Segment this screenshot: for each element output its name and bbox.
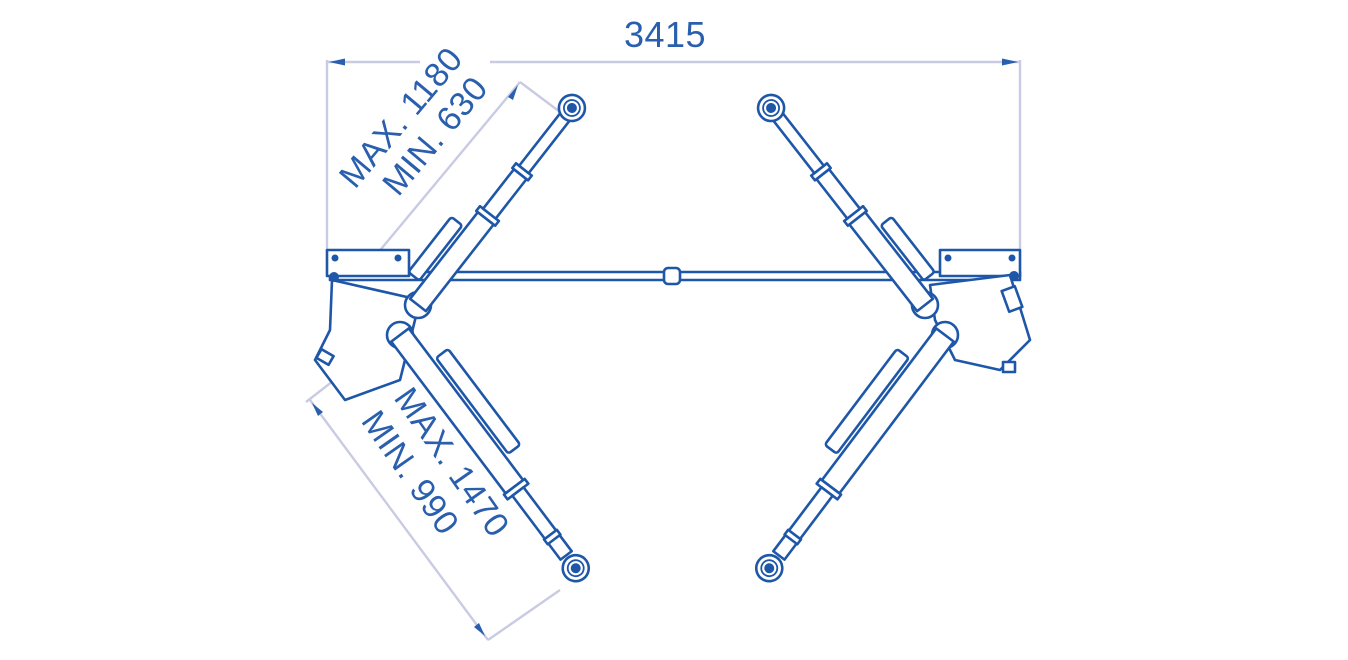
arm-inner-tube [511, 486, 573, 561]
right-motor-upper [1000, 284, 1024, 314]
overall-width-dimension: 3415 [325, 14, 1022, 250]
arm-inner-tube [771, 110, 826, 175]
right-front-arm [756, 93, 935, 313]
overall-width-value: 3415 [624, 14, 706, 55]
lift-pad-center [766, 102, 777, 113]
bolt-icon [1008, 254, 1016, 262]
bolt-icon [331, 254, 339, 262]
arm-inner-tube [772, 486, 834, 561]
long-arm-extension-bottom [487, 589, 561, 641]
short-arm-extension [519, 81, 561, 113]
lift-pad-center [764, 563, 775, 574]
arrow-right-icon [1002, 58, 1018, 66]
bolt-icon [394, 254, 402, 262]
arm-collar [542, 528, 562, 546]
right-base-plate [938, 248, 1022, 278]
left-base-plate [325, 248, 411, 278]
short-arm-dim-line [371, 81, 521, 261]
lift-pad-ring [760, 559, 779, 578]
lift-pad-ring [566, 559, 585, 578]
lift-pad-ring [762, 99, 780, 117]
arm-inner-tube [517, 110, 572, 175]
left-rear-arm [389, 327, 591, 583]
arm-collar [783, 528, 803, 546]
arm-guard [408, 216, 463, 281]
arm-mid-tube [481, 167, 528, 220]
pivot-icon [1009, 271, 1019, 281]
arrow-down-right-icon [474, 623, 485, 636]
arm-guard [880, 216, 935, 281]
arrow-up-icon [508, 85, 518, 100]
center-coupling [662, 266, 682, 286]
long-arm-dim-line [309, 399, 489, 641]
arm-outer-tube [820, 327, 956, 495]
arm-guard [435, 348, 521, 454]
lift-pad-ring [563, 99, 581, 117]
arrow-left-icon [329, 58, 345, 66]
arm-mid-tube [815, 167, 862, 220]
lift-pad-center [570, 563, 581, 574]
lift-pad-center [566, 102, 577, 113]
pivot-icon [329, 272, 339, 282]
left-front-arm [408, 93, 587, 313]
left-motor [315, 347, 335, 367]
right-motor [1001, 360, 1017, 374]
arrow-up-left-icon [312, 403, 323, 416]
bolt-icon [944, 254, 952, 262]
right-rear-arm [754, 327, 956, 583]
arm-guard [824, 348, 910, 454]
